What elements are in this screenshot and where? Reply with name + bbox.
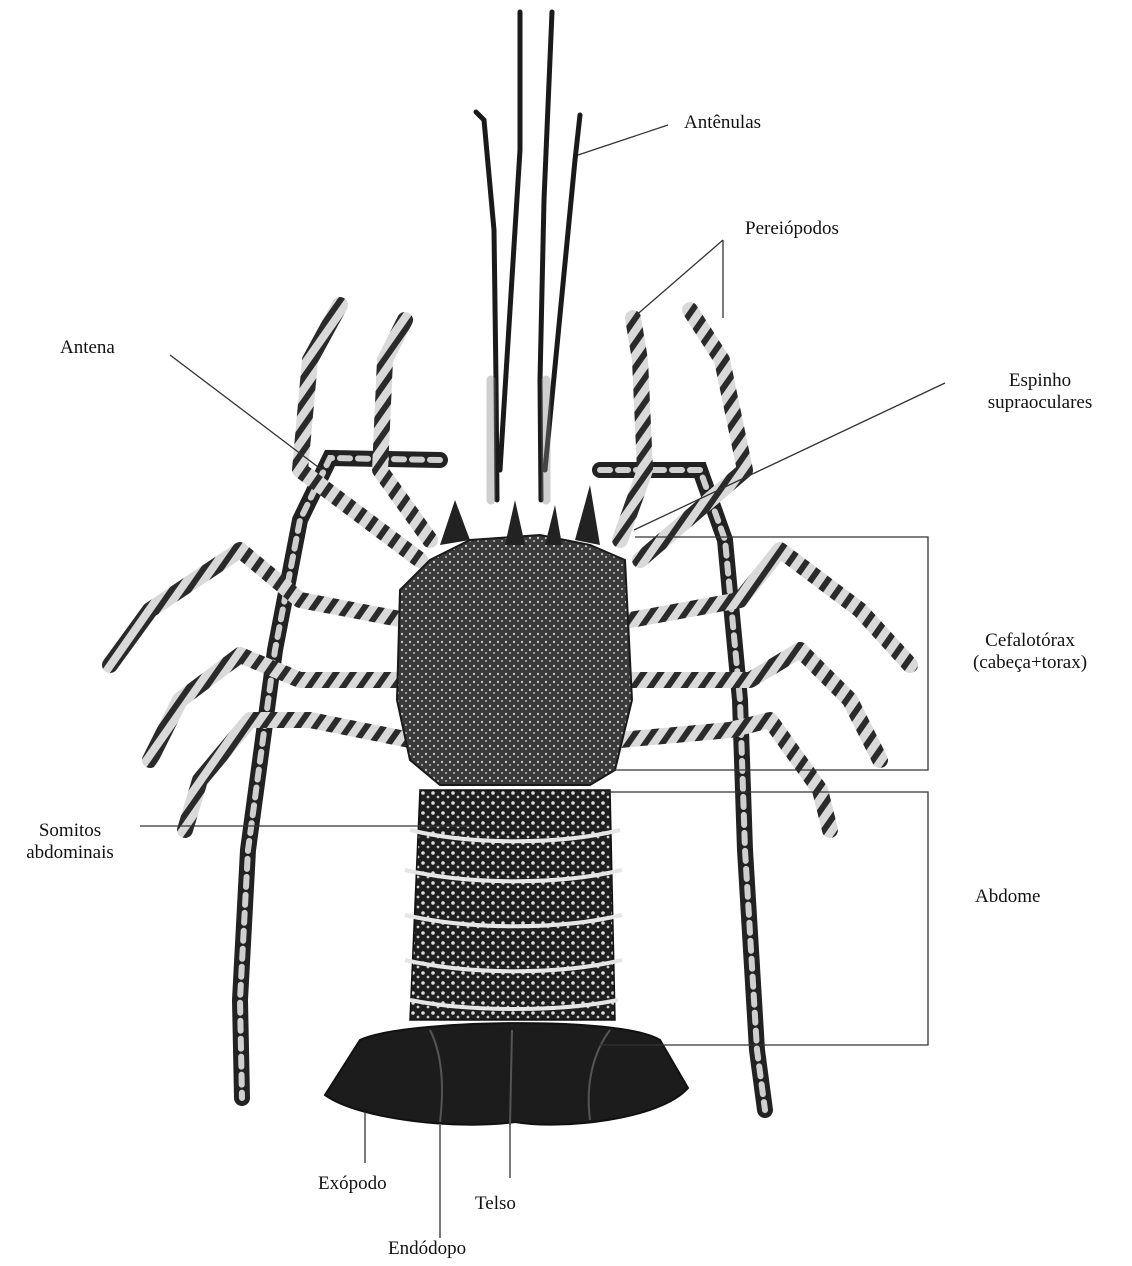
label-antenulas: Antênulas (684, 112, 761, 134)
label-telso: Telso (475, 1193, 516, 1215)
label-exopodo: Exópodo (318, 1173, 387, 1195)
label-antena: Antena (60, 337, 115, 359)
label-somitos-line2: abdominais (0, 842, 140, 864)
antennules (476, 12, 580, 500)
abdomen (405, 790, 622, 1020)
label-somitos-abdominais: Somitos abdominais (0, 820, 140, 864)
label-somitos-line1: Somitos (0, 820, 140, 842)
label-abdome: Abdome (975, 886, 1040, 908)
label-endodopo: Endódopo (388, 1238, 466, 1260)
label-espinho-line2: supraoculares (955, 392, 1125, 414)
label-espinho-supraoculares: Espinho supraoculares (955, 370, 1125, 414)
label-pereiopodos: Pereiópodos (745, 218, 839, 240)
label-cefalotorax-line1: Cefalotórax (935, 630, 1125, 652)
label-espinho-line1: Espinho (955, 370, 1125, 392)
label-cefalotorax-line2: (cabeça+torax) (935, 652, 1125, 674)
label-cefalotorax: Cefalotórax (cabeça+torax) (935, 630, 1125, 674)
tail-fan (325, 1023, 688, 1125)
